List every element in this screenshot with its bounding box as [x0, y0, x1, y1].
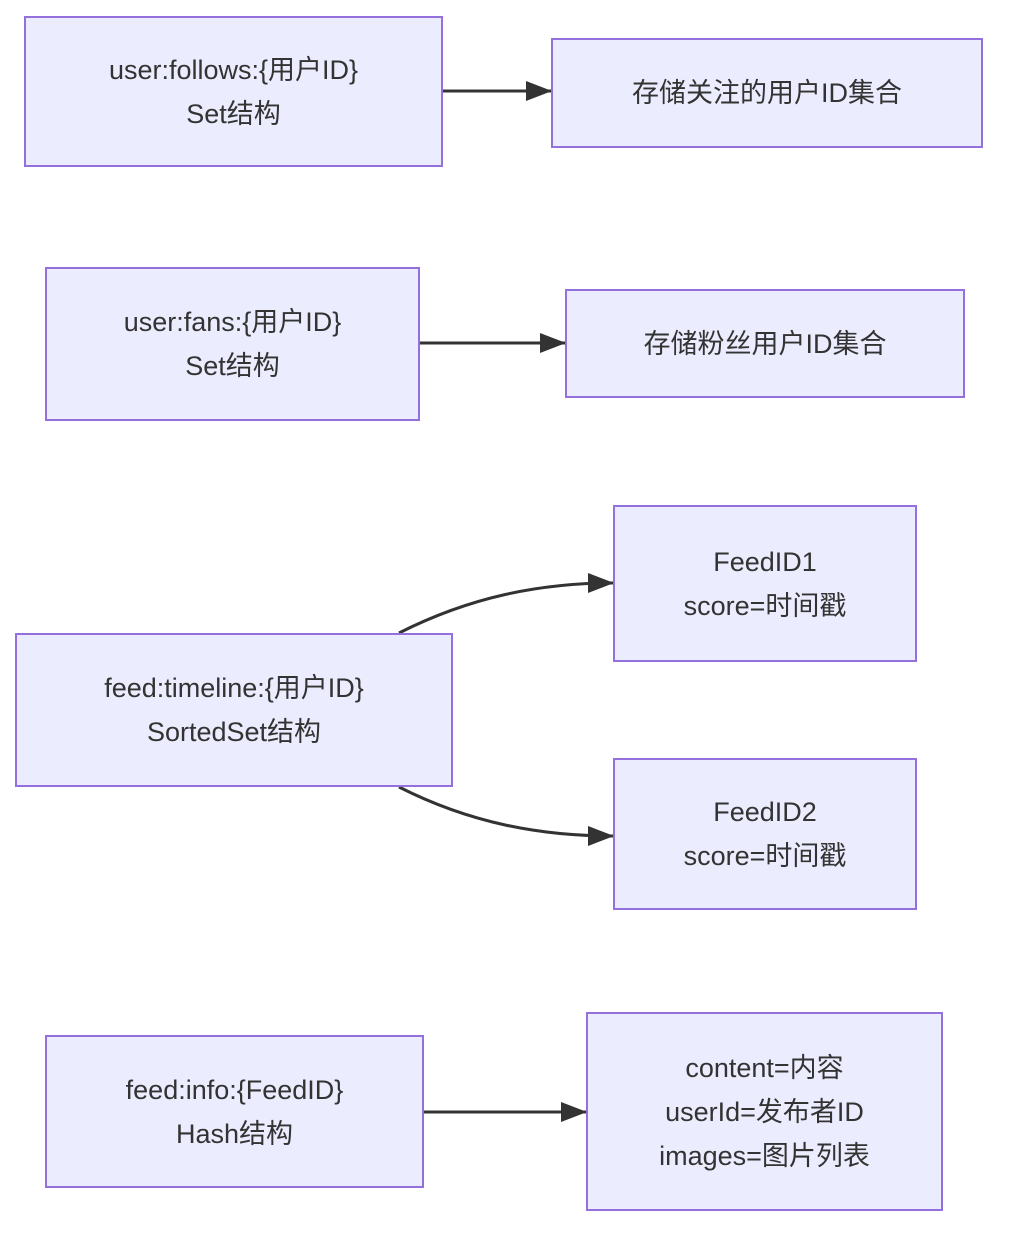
node-line: Set结构	[186, 98, 281, 129]
node-feed-info-key: feed:info:{FeedID} Hash结构	[45, 1035, 424, 1188]
node-user-follows-key: user:follows:{用户ID} Set结构	[24, 16, 443, 167]
node-line: images=图片列表	[659, 1140, 870, 1171]
node-line: score=时间戳	[683, 841, 847, 871]
node-fans-description: 存储粉丝用户ID集合	[565, 289, 965, 398]
node-line: FeedID2	[713, 797, 817, 827]
node-line: 存储关注的用户ID集合	[632, 78, 902, 108]
node-feed-timeline-key: feed:timeline:{用户ID} SortedSet结构	[15, 633, 453, 787]
node-line: Set结构	[185, 351, 280, 381]
node-line: userId=发布者ID	[665, 1096, 864, 1127]
arrow-timeline-to-feed2	[398, 785, 614, 846]
node-line: user:follows:{用户ID}	[108, 54, 359, 85]
node-line: FeedID1	[713, 546, 817, 577]
node-follows-description: 存储关注的用户ID集合	[551, 38, 983, 148]
node-line: SortedSet结构	[146, 717, 322, 747]
node-feed-id1: FeedID1 score=时间戳	[613, 505, 917, 662]
node-line: feed:info:{FeedID}	[125, 1074, 344, 1105]
node-user-fans-key: user:fans:{用户ID} Set结构	[45, 267, 420, 421]
node-line: Hash结构	[175, 1118, 294, 1149]
node-line: feed:timeline:{用户ID}	[104, 673, 364, 703]
node-line: content=内容	[685, 1052, 844, 1083]
arrow-timeline-to-feed1	[398, 573, 614, 635]
node-line: 存储粉丝用户ID集合	[643, 328, 887, 359]
node-feed-id2: FeedID2 score=时间戳	[613, 758, 917, 910]
node-info-description: content=内容 userId=发布者ID images=图片列表	[586, 1012, 943, 1211]
node-line: score=时间戳	[683, 590, 847, 621]
node-line: user:fans:{用户ID}	[123, 307, 342, 337]
